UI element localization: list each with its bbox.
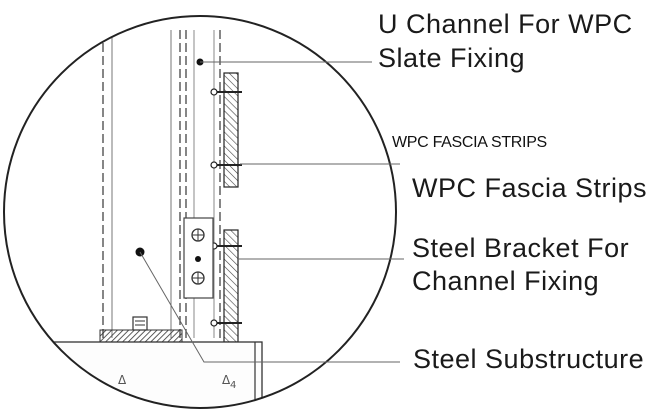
label-u-channel-line1: U Channel For WPC	[378, 9, 633, 39]
substructure-column	[102, 30, 181, 338]
fascia-screws	[210, 88, 242, 327]
label-fascia-caps: WPC FASCIA STRIPS	[392, 134, 547, 151]
label-substructure: Steel Substructure	[413, 344, 645, 374]
detail-content: Δ Δ 4	[4, 30, 263, 408]
steel-bracket	[183, 217, 214, 299]
detail-circle	[3, 15, 397, 409]
label-bracket-line2: Channel Fixing	[412, 266, 600, 296]
svg-text:Δ: Δ	[118, 373, 127, 387]
label-u-channel-line2: Slate Fixing	[378, 43, 526, 73]
label-bracket-line1: Steel Bracket For	[412, 233, 630, 263]
svg-text:4: 4	[230, 380, 236, 391]
label-fascia: WPC Fascia Strips	[412, 173, 648, 203]
leader-substructure	[139, 251, 400, 363]
leader-lines	[139, 61, 404, 363]
fascia-strip-upper	[223, 72, 239, 188]
base-plate	[99, 329, 183, 343]
svg-text:Δ: Δ	[222, 373, 231, 387]
